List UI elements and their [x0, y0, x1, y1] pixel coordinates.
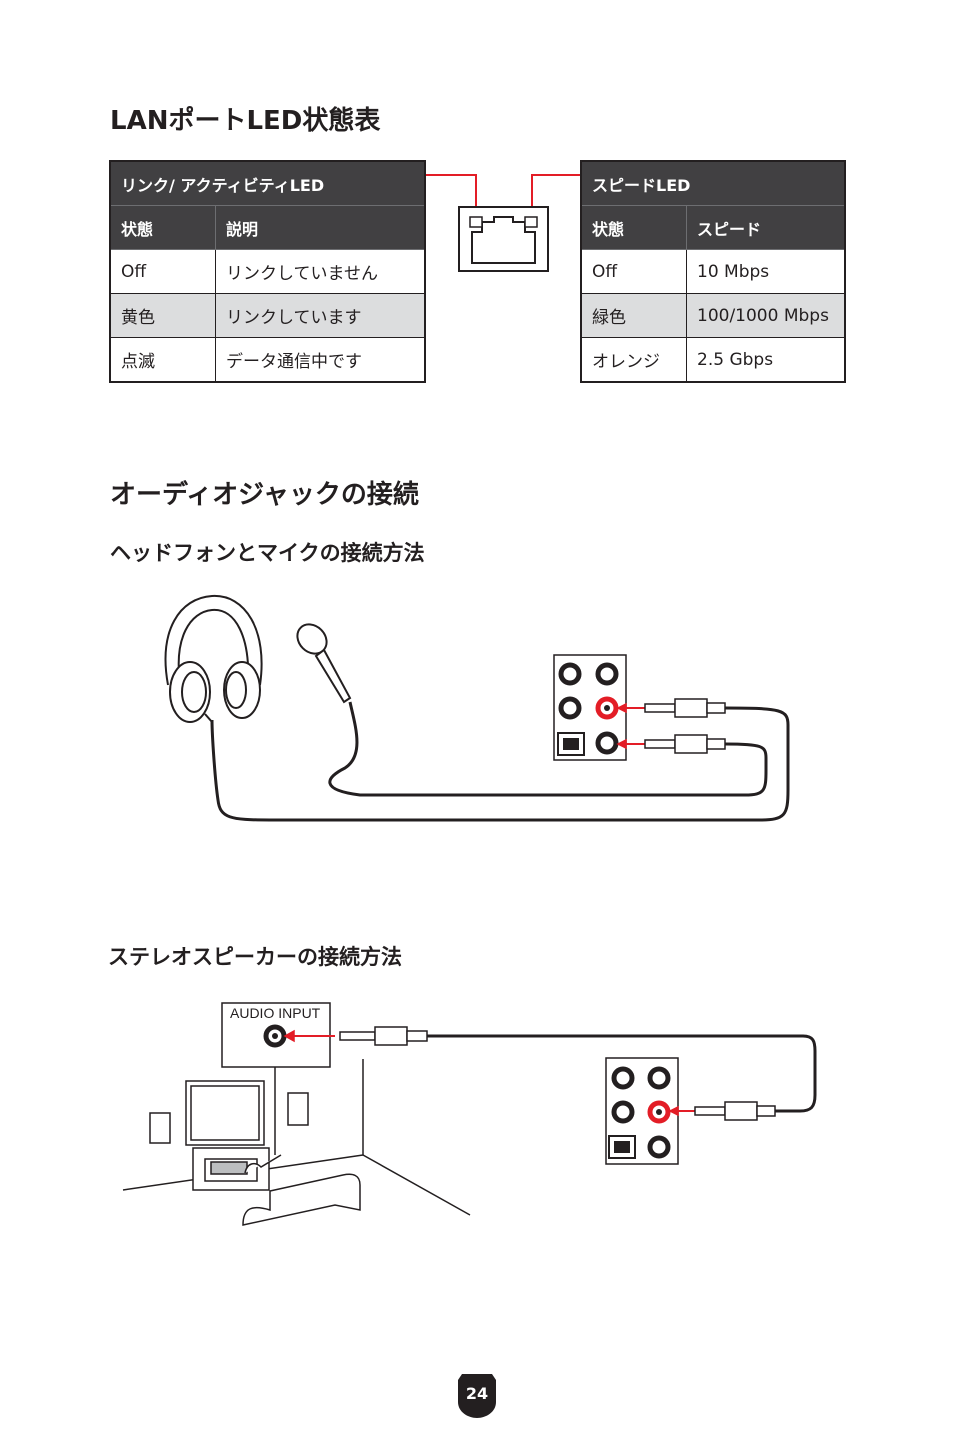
panel-plug: [668, 1101, 776, 1121]
activity-row-desc: リンクしています: [215, 293, 426, 338]
activity-led-table: リンク/ アクティビティLED 状態 説明 Off リンクしていません 黄色 リ…: [109, 160, 426, 383]
activity-row-state: Off: [109, 249, 216, 294]
speed-table-header: スピードLED: [580, 160, 846, 206]
activity-row-desc: リンクしていません: [215, 249, 426, 294]
speaker-cable: [427, 1034, 817, 1113]
activity-row-state: 点滅: [109, 337, 216, 383]
headphones-icon: [164, 594, 263, 723]
audio-input-box: [221, 1002, 331, 1068]
home-theater-icon: [149, 1080, 361, 1226]
activity-row-desc: データ通信中です: [215, 337, 426, 383]
audio-jack-panel: [553, 654, 627, 761]
speed-row-speed: 100/1000 Mbps: [686, 293, 846, 338]
lan-section-title: LANポートLED状態表: [110, 106, 381, 136]
led-connector-lines: [426, 174, 580, 221]
activity-col-desc: 説明: [215, 205, 426, 250]
speed-row-speed: 10 Mbps: [686, 249, 846, 294]
audio-cables: [210, 701, 790, 822]
audio-input-label: AUDIO INPUT: [230, 1005, 321, 1021]
headphone-mic-diagram: [164, 594, 790, 822]
speaker-subtitle: ステレオスピーカーの接続方法: [108, 945, 402, 969]
audio-plugs: [616, 698, 726, 754]
speed-col-speed: スピード: [686, 205, 846, 250]
page-number: 24: [465, 1384, 489, 1403]
rj45-port-icon: [458, 206, 549, 272]
speed-row-speed: 2.5 Gbps: [686, 337, 846, 383]
page-number-badge-icon: [458, 1374, 496, 1418]
audio-input-plug: [283, 1026, 428, 1046]
activity-table-header: リンク/ アクティビティLED: [109, 160, 426, 206]
activity-row-state: 黄色: [109, 293, 216, 338]
microphone-icon: [296, 623, 352, 704]
audio-section-title: オーディオジャックの接続: [110, 480, 419, 510]
speed-row-state: Off: [580, 249, 687, 294]
headphone-subtitle: ヘッドフォンとマイクの接続方法: [110, 541, 425, 565]
speed-row-state: 緑色: [580, 293, 687, 338]
speed-led-table: スピードLED 状態 スピード Off 10 Mbps 緑色 100/1000 …: [580, 160, 846, 383]
activity-col-state: 状態: [109, 205, 216, 250]
speed-col-state: 状態: [580, 205, 687, 250]
speaker-diagram: [122, 1002, 817, 1226]
speed-row-state: オレンジ: [580, 337, 687, 383]
lan-port-diagram: [426, 174, 580, 272]
audio-jack-panel: [605, 1057, 679, 1165]
